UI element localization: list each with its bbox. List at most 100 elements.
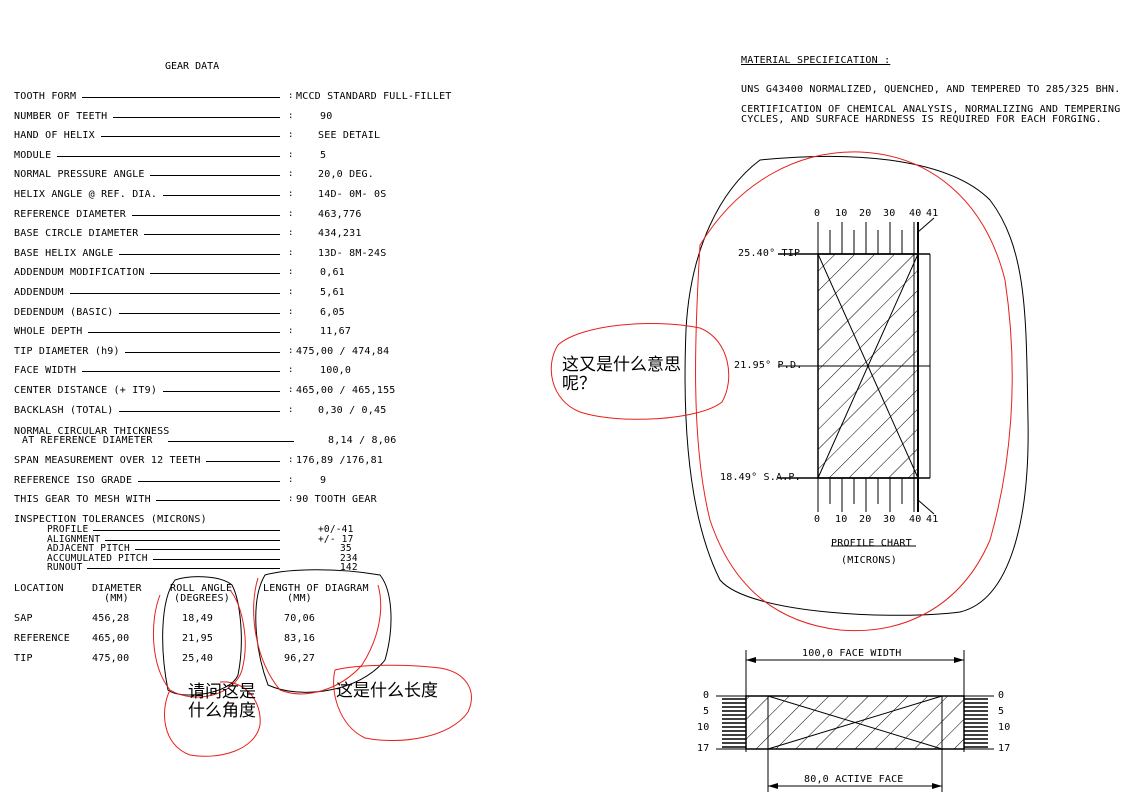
annotation-angle-question: 请问这是什么角度 bbox=[188, 682, 256, 721]
gear-row-7-value: 434,231 bbox=[318, 228, 362, 240]
profile-chart-title: PROFILE CHART bbox=[831, 538, 912, 549]
scale-top-0: 0 bbox=[814, 208, 821, 219]
gear-row-0-value: MCCD STANDARD FULL-FILLET bbox=[296, 91, 452, 102]
gear-row-10-label: ADDENDUM bbox=[14, 287, 64, 298]
gear-row-0-label: TOOTH FORM bbox=[14, 91, 77, 102]
inspection-row-2-label: ADJACENT PITCH bbox=[47, 543, 130, 554]
location-cell-r0-c3: 70,06 bbox=[284, 613, 316, 624]
gear-row-7-label: BASE CIRCLE DIAMETER bbox=[14, 228, 139, 240]
gear-row2-2-value: 90 TOOTH GEAR bbox=[296, 494, 377, 506]
sap-label: 18.49° S.A.P. bbox=[720, 472, 801, 483]
col-diameter-unit: (MM) bbox=[104, 593, 129, 604]
black-markup-loops bbox=[162, 155, 1029, 696]
scale-top-20: 20 bbox=[859, 208, 872, 219]
gear-row2-0-value: 176,89 /176,81 bbox=[296, 455, 384, 466]
circ-thickness-label-2: AT REFERENCE DIAMETER bbox=[22, 435, 153, 446]
gear-row2-1-label: REFERENCE ISO GRADE bbox=[14, 474, 133, 486]
gear-row-1-label: NUMBER OF TEETH bbox=[14, 110, 108, 122]
gear-row-6-leader bbox=[131, 214, 280, 216]
col-length-diagram-unit: (MM) bbox=[287, 593, 312, 604]
gear-row-2-leader bbox=[100, 136, 280, 138]
gear-row-10-value: 5,61 bbox=[320, 287, 345, 298]
gear-row-1-value: 90 bbox=[320, 110, 333, 122]
gear-row-2-value: SEE DETAIL bbox=[318, 130, 381, 142]
gear-row-15-value: 465,00 / 465,155 bbox=[296, 385, 396, 396]
scale-top-40: 40 bbox=[909, 208, 922, 219]
gear-data-title: GEAR DATA bbox=[165, 61, 220, 72]
profile-chart bbox=[778, 217, 935, 547]
inspection-row-4-value: 142 bbox=[340, 562, 358, 573]
gear-row-1-leader bbox=[113, 116, 280, 118]
gear-row-3-label: MODULE bbox=[14, 149, 52, 161]
col-location: LOCATION bbox=[14, 583, 64, 594]
gear-row-10-leader bbox=[69, 293, 280, 294]
gear-row-6-value: 463,776 bbox=[318, 208, 362, 220]
location-cell-r2-c2: 25,40 bbox=[182, 653, 214, 664]
location-cell-r0-c1: 456,28 bbox=[92, 613, 130, 624]
inspection-row-3-label: ACCUMULATED PITCH bbox=[47, 552, 148, 564]
scale-bottom-0: 0 bbox=[814, 514, 821, 525]
gear-row-9-value: 0,61 bbox=[320, 267, 345, 279]
location-cell-r2-c3: 96,27 bbox=[284, 653, 316, 664]
gear-row-14-label: FACE WIDTH bbox=[14, 365, 77, 377]
location-cell-r0-c0: SAP bbox=[14, 613, 33, 624]
gear-row-8-value: 13D- 8M-24S bbox=[318, 247, 387, 259]
gear-row-11-value: 6,05 bbox=[320, 306, 345, 318]
gear-row-13-leader bbox=[125, 351, 280, 353]
gear-row2-0-label: SPAN MEASUREMENT OVER 12 TEETH bbox=[14, 455, 201, 466]
annotation-length-question: 这是什么长度 bbox=[336, 681, 438, 701]
circ-thickness-value: 8,14 / 8,06 bbox=[328, 435, 397, 446]
gear-row-14-leader bbox=[82, 371, 280, 373]
gear-row-4-label: NORMAL PRESSURE ANGLE bbox=[14, 169, 145, 181]
lead-right-5: 5 bbox=[998, 706, 1005, 717]
gear-row2-1-value: 9 bbox=[320, 474, 327, 486]
scale-bottom-10: 10 bbox=[835, 514, 848, 525]
lead-chart bbox=[716, 650, 994, 792]
location-cell-r2-c1: 475,00 bbox=[92, 653, 130, 664]
gear-row2-1-leader bbox=[137, 480, 280, 482]
lead-left-17: 17 bbox=[697, 743, 710, 754]
material-line-2: CERTIFICATION OF CHEMICAL ANALYSIS, NORM… bbox=[741, 104, 1121, 115]
location-cell-r1-c3: 83,16 bbox=[284, 633, 316, 644]
gear-row-4-leader bbox=[150, 175, 280, 177]
gear-row-8-label: BASE HELIX ANGLE bbox=[14, 247, 114, 259]
gear-row2-2-label: THIS GEAR TO MESH WITH bbox=[14, 494, 151, 506]
scale-bottom-41: 41 bbox=[926, 514, 939, 525]
inspection-row-0-label: PROFILE bbox=[47, 524, 89, 535]
inspection-title: INSPECTION TOLERANCES (MICRONS) bbox=[14, 514, 207, 525]
lead-left-5: 5 bbox=[703, 706, 710, 717]
location-cell-r1-c0: REFERENCE bbox=[14, 633, 70, 644]
scale-bottom-40: 40 bbox=[909, 514, 922, 525]
lead-right-0: 0 bbox=[998, 690, 1005, 701]
gear-row-0-leader bbox=[82, 97, 280, 98]
material-line-1: UNS G43400 NORMALIZED, QUENCHED, AND TEM… bbox=[741, 84, 1121, 95]
red-markup-loops bbox=[153, 151, 1013, 757]
location-cell-r2-c0: TIP bbox=[14, 653, 33, 664]
col-length-diagram: LENGTH OF DIAGRAM bbox=[263, 583, 369, 594]
gear-row-15-label: CENTER DISTANCE (+ IT9) bbox=[14, 385, 158, 396]
gear-row-5-leader bbox=[162, 195, 280, 196]
profile-chart-subtitle: (MICRONS) bbox=[841, 555, 897, 566]
gear-row-3-value: 5 bbox=[320, 149, 327, 161]
gear-row-16-value: 0,30 / 0,45 bbox=[318, 404, 387, 416]
scale-top-10: 10 bbox=[835, 208, 848, 219]
lead-right-17: 17 bbox=[998, 743, 1011, 754]
inspection-row-4-label: RUNOUT bbox=[47, 562, 83, 573]
inspection-row-3-value: 234 bbox=[340, 552, 358, 564]
gear-row-6-label: REFERENCE DIAMETER bbox=[14, 208, 126, 220]
gear-row-15-leader bbox=[162, 391, 280, 392]
gear-row-12-label: WHOLE DEPTH bbox=[14, 326, 83, 338]
lead-left-10: 10 bbox=[697, 722, 710, 733]
inspection-row-2-value: 35 bbox=[340, 543, 352, 554]
col-diameter: DIAMETER bbox=[92, 583, 142, 594]
gear-row-2-label: HAND OF HELIX bbox=[14, 130, 95, 142]
inspection-row-1-value: +/- 17 bbox=[318, 533, 354, 545]
scale-bottom-20: 20 bbox=[859, 514, 872, 525]
material-title: MATERIAL SPECIFICATION : bbox=[741, 55, 891, 66]
gear-row-14-value: 100,0 bbox=[320, 365, 352, 377]
face-width-label: 100,0 FACE WIDTH bbox=[800, 648, 904, 659]
gear-row-12-leader bbox=[88, 332, 280, 334]
gear-row-13-label: TIP DIAMETER (h9) bbox=[14, 345, 120, 357]
location-cell-r1-c1: 465,00 bbox=[92, 633, 130, 644]
